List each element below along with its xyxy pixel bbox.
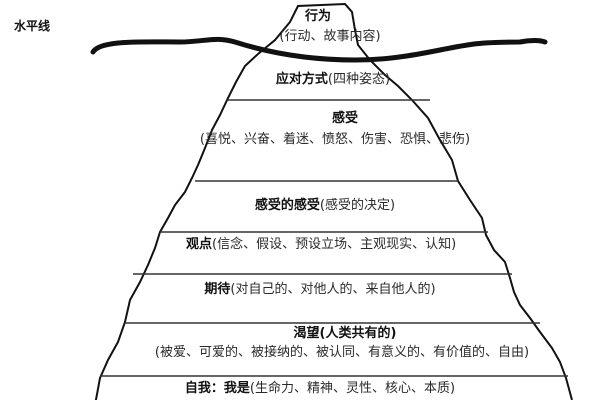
layer-self: 自我：我是(生命力、精神、灵性、核心、本质) bbox=[185, 381, 455, 397]
waterline-label: 水平线 bbox=[14, 19, 51, 33]
layer-perceptions-detail: (信念、假设、预设立场、主观现实、认知) bbox=[212, 237, 457, 252]
layer-coping-title: 应对方式 bbox=[275, 72, 328, 87]
layer-perceptions: 观点(信念、假设、预设立场、主观现实、认知) bbox=[186, 237, 456, 253]
layer-expectations: 期待(对自己的、对他人的、来自他人的) bbox=[204, 282, 435, 298]
layer-yearnings-title: 渴望(人类共有的) bbox=[293, 326, 397, 341]
layer-feelings-about-feelings-title: 感受的感受 bbox=[254, 198, 320, 213]
layer-perceptions-title: 观点 bbox=[186, 237, 213, 252]
layer-feelings-title: 感受 bbox=[331, 111, 359, 126]
waterline bbox=[90, 36, 548, 63]
layer-feelings-detail: (喜悦、兴奋、着迷、愤怒、伤害、恐惧、悲伤) bbox=[199, 132, 471, 147]
layer-feelings-about-feelings: 感受的感受(感受的决定) bbox=[255, 198, 395, 214]
layer-feelings-about-feelings-detail: (感受的决定) bbox=[319, 198, 396, 213]
layer-expectations-detail: (对自己的、对他人的、来自他人的) bbox=[230, 282, 436, 297]
layer-self-title: 自我：我是 bbox=[184, 381, 250, 396]
layer-coping-detail: (四种姿态) bbox=[327, 72, 391, 87]
layer-coping: 应对方式(四种姿态) bbox=[276, 72, 390, 88]
iceberg-outline bbox=[94, 2, 573, 400]
layer-behavior-detail: (行动、故事内容) bbox=[279, 29, 381, 44]
layer-expectations-title: 期待 bbox=[204, 282, 231, 297]
layer-self-detail: (生命力、精神、灵性、核心、本质) bbox=[249, 381, 456, 396]
layer-yearnings-detail: (被爱、可爱的、被接纳的、被认同、有意义的、有价值的、自由) bbox=[154, 345, 530, 360]
layer-behavior-title: 行为 bbox=[304, 9, 332, 24]
